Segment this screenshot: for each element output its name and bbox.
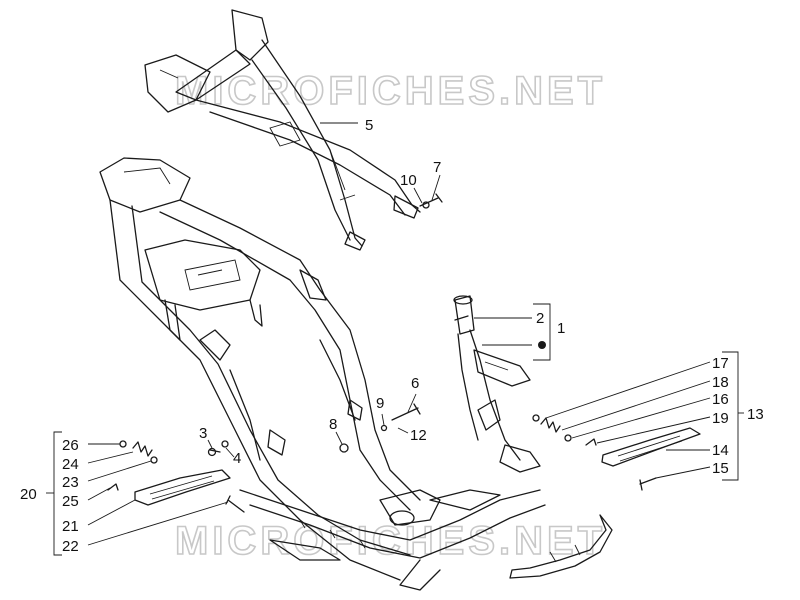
- ball-26[interactable]: [119, 440, 127, 448]
- callout-labels: 5 7 10 2 1 6 9 12 8 3 4 17 18 16 19 13 1…: [20, 117, 764, 555]
- callout-17: 17: [712, 355, 729, 372]
- floor-rails[interactable]: [239, 489, 546, 591]
- spring-18-right[interactable]: [540, 417, 561, 433]
- callout-20: 20: [20, 486, 37, 503]
- callout-23: 23: [62, 474, 79, 491]
- part-1-marker: [538, 341, 546, 349]
- leader-lines: [46, 122, 744, 556]
- callout-4: 4: [233, 450, 241, 467]
- callout-19: 19: [712, 410, 729, 427]
- bolt-6[interactable]: [391, 403, 421, 421]
- watermark-bottom: MICROFICHES.NET: [175, 519, 606, 563]
- bolt-7[interactable]: [419, 193, 443, 209]
- callout-22: 22: [62, 538, 79, 555]
- ball-17[interactable]: [532, 414, 540, 422]
- callout-13: 13: [747, 406, 764, 423]
- callout-8: 8: [329, 416, 337, 433]
- clip-19[interactable]: [585, 438, 597, 446]
- head-tube-1[interactable]: [454, 315, 546, 349]
- washer-9[interactable]: [380, 424, 388, 432]
- callout-1: 1: [557, 320, 565, 337]
- right-footrest[interactable]: [601, 427, 701, 467]
- callout-21: 21: [62, 518, 79, 535]
- callout-12: 12: [410, 427, 427, 444]
- steering-head[interactable]: [453, 295, 541, 473]
- callout-3: 3: [199, 425, 207, 442]
- main-frame[interactable]: [99, 157, 421, 581]
- bolt-3[interactable]: [207, 447, 221, 457]
- callout-14: 14: [712, 442, 729, 459]
- washer-23[interactable]: [150, 456, 158, 464]
- washer-16[interactable]: [564, 434, 572, 442]
- rear-subframe[interactable]: [144, 9, 421, 251]
- callout-10: 10: [400, 172, 417, 189]
- callout-5: 5: [365, 117, 373, 134]
- nut-8[interactable]: [339, 443, 349, 453]
- front-bracket[interactable]: [509, 514, 613, 579]
- spring-24-left[interactable]: [132, 441, 153, 457]
- callout-26: 26: [62, 437, 79, 454]
- callout-7: 7: [433, 159, 441, 176]
- callout-16: 16: [712, 391, 729, 408]
- callout-9: 9: [376, 395, 384, 412]
- watermark-top: MICROFICHES.NET: [175, 69, 606, 113]
- callout-24: 24: [62, 456, 79, 473]
- callout-2: 2: [536, 310, 544, 327]
- left-footrest[interactable]: [134, 469, 231, 506]
- callout-6: 6: [411, 375, 419, 392]
- callout-18: 18: [712, 374, 729, 391]
- nut-4[interactable]: [221, 440, 229, 448]
- callout-25: 25: [62, 493, 79, 510]
- screw-15[interactable]: [639, 477, 657, 491]
- clip-25[interactable]: [107, 483, 119, 491]
- screw-22[interactable]: [225, 495, 245, 513]
- callout-15: 15: [712, 460, 729, 477]
